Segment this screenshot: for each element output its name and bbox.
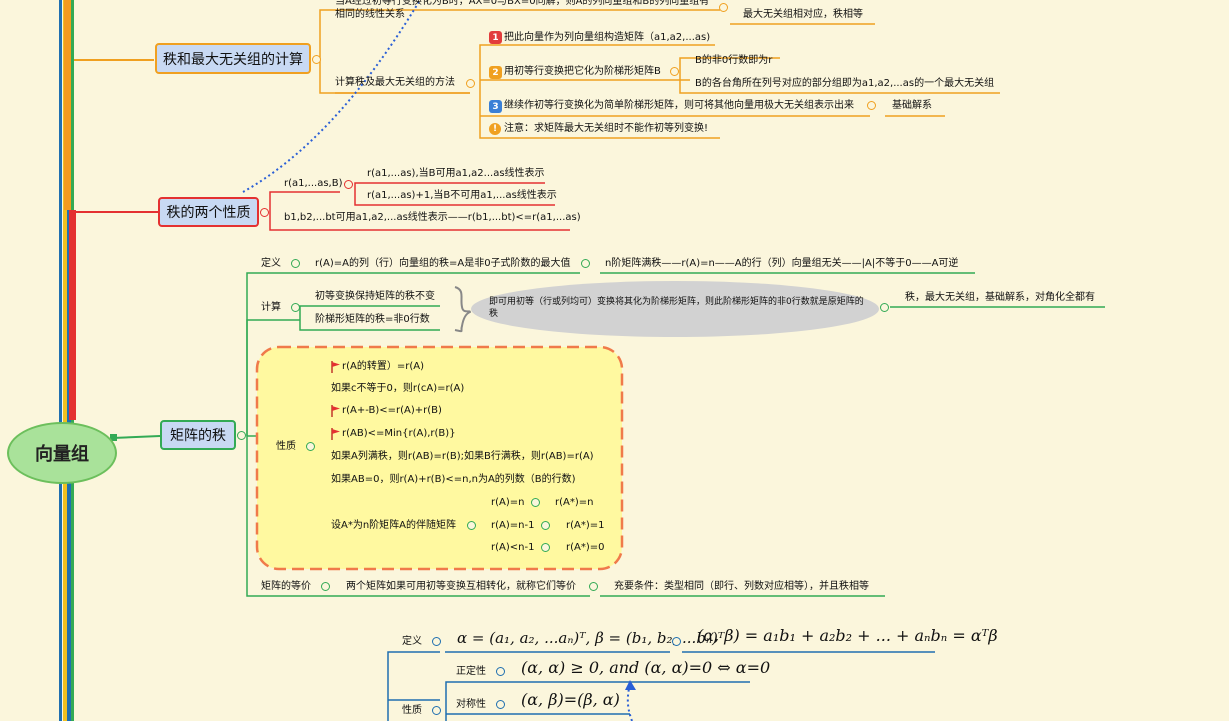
text-def-right: n阶矩阵满秩——r(A)=n——A的行（列）向量组无关——|A|不等于0——A可…: [605, 258, 959, 269]
text-bubble-right: 秩，最大无关组，基础解系，对角化全都有: [905, 292, 1095, 303]
math-positive: (α, α) ≥ 0, and (α, α)=0 ⇔ α=0: [521, 658, 771, 677]
text-p4: r(AB)<=Min{r(A),r(B)}: [342, 428, 456, 439]
text-adj-left: r(A)=n-1: [491, 520, 535, 531]
text-equiv-label: 矩阵的等价: [261, 581, 311, 592]
text-adj-right: r(A*)=1: [566, 520, 605, 531]
collapse-icon[interactable]: [467, 521, 476, 530]
collapse-icon[interactable]: [312, 55, 321, 64]
text-positive-label: 正定性: [456, 666, 486, 677]
text-def-label: 定义: [402, 636, 422, 647]
collapse-icon[interactable]: [432, 637, 441, 646]
text-bubble: 即可用初等（行或列均可）变换将其化为阶梯形矩阵，则此阶梯形矩阵的非0行数就是原矩…: [489, 297, 864, 319]
collapse-icon[interactable]: [531, 498, 540, 507]
summary-bubble: [471, 281, 879, 337]
text-note: 注意：求矩阵最大无关组时不能作初等列变换!: [504, 123, 709, 134]
text-p3: r(A+-B)<=r(A)+r(B): [342, 405, 442, 416]
text-prop-label: 性质: [402, 705, 422, 716]
text-row-equivalence: 当A经过初等行变换化为B时，AX=0与BX=0同解，则A的列向量组和B的列向量组…: [335, 0, 710, 7]
text-calc2: 阶梯形矩阵的秩=非0行数: [315, 314, 430, 325]
node-label: 秩和最大无关组的计算: [163, 51, 303, 68]
collapse-icon[interactable]: [260, 208, 269, 217]
text-step2: 用初等行变换把它化为阶梯形矩阵B: [504, 66, 661, 77]
text-basic-solution: 基础解系: [892, 100, 932, 111]
collapse-icon[interactable]: [672, 637, 681, 646]
text-row-equivalence-2: 相同的线性关系: [335, 9, 405, 20]
collapse-icon[interactable]: [496, 700, 505, 709]
badge-step3-icon: 3: [489, 100, 502, 113]
text-adj-right: r(A*)=n: [555, 497, 594, 508]
text-p1: r(A的转置）=r(A): [342, 361, 424, 372]
collapse-icon[interactable]: [237, 431, 246, 440]
text-max-set-correspond: 最大无关组相对应，秩相等: [743, 9, 863, 20]
text-p6: 如果AB=0，则r(A)+r(B)<=n,n为A的列数（B的行数): [331, 474, 576, 485]
collapse-icon[interactable]: [291, 259, 300, 268]
node-label: 矩阵的秩: [170, 428, 226, 444]
root-label: 向量组: [35, 444, 89, 465]
collapse-icon[interactable]: [466, 79, 475, 88]
text-adj-left: r(A)<n-1: [491, 542, 535, 553]
text-equiv: 两个矩阵如果可用初等变换互相转化，就称它们等价: [346, 581, 576, 592]
text-equiv-right: 充要条件：类型相同（即行、列数对应相等），并且秩相等: [614, 581, 869, 592]
badge-step2-icon: 2: [489, 66, 502, 79]
collapse-icon[interactable]: [670, 67, 679, 76]
collapse-icon[interactable]: [321, 582, 330, 591]
math-symmetry: (α, β)=(β, α): [521, 690, 620, 709]
collapse-icon[interactable]: [432, 706, 441, 715]
collapse-icon[interactable]: [589, 582, 598, 591]
text-b-prop: b1,b2,...bt可用a1,a2,...as线性表示——r(b1,...bt…: [284, 212, 581, 223]
text-method: 计算秩及最大无关组的方法: [335, 77, 455, 88]
badge-step1-icon: 1: [489, 31, 502, 44]
flag-icon: [331, 428, 340, 440]
collapse-icon[interactable]: [291, 303, 300, 312]
text-r-case1: r(a1,...as),当B可用a1,a2...as线性表示: [367, 168, 545, 179]
math-inner-product: (α, β) = a₁b₁ + a₂b₂ + ... + aₙbₙ = αᵀβ: [697, 626, 998, 645]
collapse-icon[interactable]: [541, 543, 550, 552]
text-r-case2: r(a1,...as)+1,当B不可用a1,...as线性表示: [367, 190, 557, 201]
flag-icon: [331, 361, 340, 373]
root-node[interactable]: 向量组: [7, 422, 117, 484]
text-adj-left: r(A)=n: [491, 497, 525, 508]
collapse-icon[interactable]: [541, 521, 550, 530]
node-label: 秩的两个性质: [166, 205, 251, 221]
node-two-properties-of-rank[interactable]: 秩的两个性质: [158, 197, 259, 227]
text-p7: 设A*为n阶矩阵A的伴随矩阵: [331, 520, 457, 531]
warning-icon: !: [489, 123, 501, 135]
text-prop-label: 性质: [276, 441, 296, 452]
collapse-icon[interactable]: [719, 3, 728, 12]
collapse-icon[interactable]: [880, 303, 889, 312]
collapse-icon[interactable]: [306, 442, 315, 451]
text-step2b: B的各台角所在列号对应的部分组即为a1,a2,...as的一个最大无关组: [695, 78, 995, 89]
text-def-label: 定义: [261, 258, 281, 269]
text-step3: 继续作初等行变换化为简单阶梯形矩阵，则可将其他向量用极大无关组表示出来: [504, 100, 854, 111]
node-rank-of-matrix[interactable]: 矩阵的秩: [160, 420, 236, 450]
text-step2a: B的非0行数即为r: [695, 55, 773, 66]
collapse-icon[interactable]: [344, 180, 353, 189]
collapse-icon[interactable]: [867, 101, 876, 110]
math-def: α = (a₁, a₂, ...aₙ)ᵀ, β = (b₁, b₂, ...bₙ…: [457, 629, 725, 647]
text-r-label: r(a1,...as,B): [284, 178, 343, 189]
text-calc1: 初等变换保持矩阵的秩不变: [315, 291, 435, 302]
text-def: r(A)=A的列（行）向量组的秩=A是非0子式阶数的最大值: [315, 258, 571, 269]
text-calc-label: 计算: [261, 302, 281, 313]
node-rank-and-max-independent-set[interactable]: 秩和最大无关组的计算: [155, 43, 311, 74]
text-step1: 把此向量作为列向量组构造矩阵（a1,a2,...as): [504, 32, 711, 43]
collapse-icon[interactable]: [581, 259, 590, 268]
text-p5: 如果A列满秩，则r(AB)=r(B);如果B行满秩，则r(AB)=r(A): [331, 451, 594, 462]
text-symmetry-label: 对称性: [456, 699, 486, 710]
collapse-icon[interactable]: [496, 667, 505, 676]
text-adj-right: r(A*)=0: [566, 542, 605, 553]
text-p2: 如果c不等于0，则r(cA)=r(A): [331, 383, 465, 394]
flag-icon: [331, 405, 340, 417]
